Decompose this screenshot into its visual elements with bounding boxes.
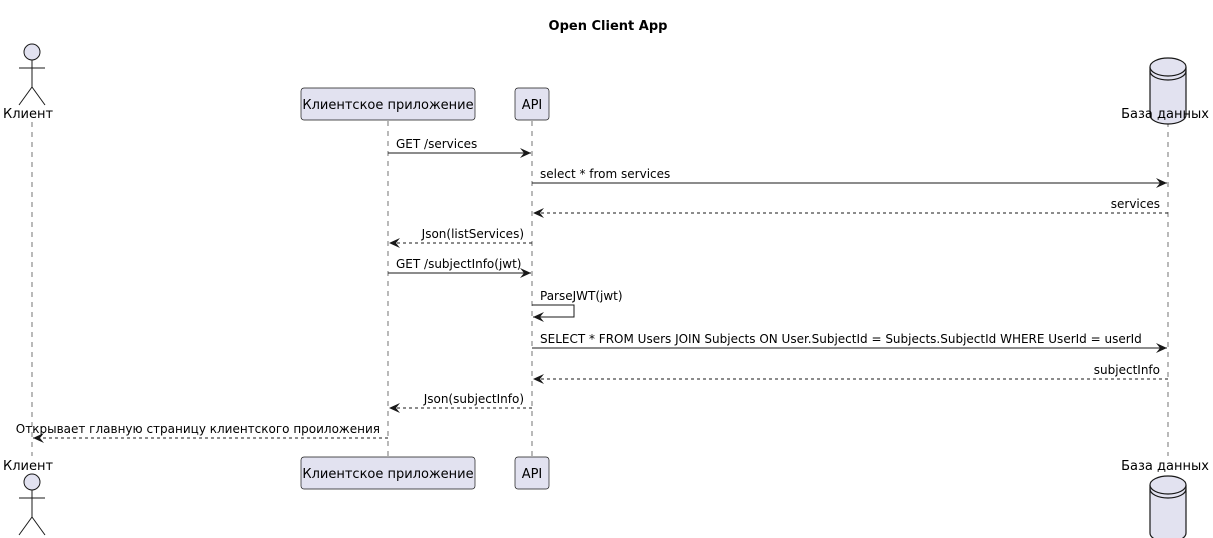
message-label: Json(listServices) xyxy=(421,227,524,241)
message-2: select * from services xyxy=(532,167,1167,188)
message-label: Открывает главную страницу клиентского п… xyxy=(16,422,380,436)
message-label: GET /subjectInfo(jwt) xyxy=(396,257,522,271)
database-icon xyxy=(1149,475,1187,538)
message-7: SELECT * FROM Users JOIN Subjects ON Use… xyxy=(532,332,1167,353)
database-icon xyxy=(1149,57,1187,125)
actor-icon xyxy=(18,43,46,106)
message-label: subjectInfo xyxy=(1094,363,1160,377)
participant-label: База данных xyxy=(1121,459,1209,474)
message-6: ParseJWT(jwt) xyxy=(532,289,623,322)
message-arrow xyxy=(532,304,575,322)
participant-client: Клиент xyxy=(3,459,53,536)
participant-headers-top: Клиент Клиентское приложение API База данны… xyxy=(3,43,1209,125)
message-9: Json(subjectInfo) xyxy=(389,392,532,413)
participant-box xyxy=(514,87,550,121)
participant-api: API xyxy=(514,456,550,490)
message-1: GET /services xyxy=(388,137,531,158)
participant-label: База данных xyxy=(1121,107,1209,122)
diagram-title: Open Client App xyxy=(549,19,668,34)
participant-label: API xyxy=(522,467,543,482)
message-label: select * from services xyxy=(540,167,670,181)
messages: GET /services select * from services servi… xyxy=(16,137,1168,443)
participant-app: Клиентское приложение xyxy=(300,456,476,490)
actor-icon xyxy=(18,473,46,536)
message-8: subjectInfo xyxy=(533,363,1168,384)
participant-app: Клиентское приложение xyxy=(300,87,476,121)
participant-client: Клиент xyxy=(3,43,53,122)
participant-box xyxy=(514,456,550,490)
participant-label: Клиент xyxy=(3,459,53,474)
participant-db: База данных xyxy=(1121,459,1209,538)
message-label: SELECT * FROM Users JOIN Subjects ON Use… xyxy=(540,332,1142,346)
message-label: services xyxy=(1111,197,1160,211)
message-label: GET /services xyxy=(396,137,477,151)
message-label: ParseJWT(jwt) xyxy=(540,289,623,303)
participant-label: API xyxy=(522,98,543,113)
message-10: Открывает главную страницу клиентского п… xyxy=(16,422,388,443)
message-label: Json(subjectInfo) xyxy=(423,392,524,406)
participant-db: База данных xyxy=(1121,57,1209,125)
message-5: GET /subjectInfo(jwt) xyxy=(388,257,531,278)
message-3: services xyxy=(533,197,1168,218)
participant-label: Клиентское приложение xyxy=(302,467,473,482)
participant-api: API xyxy=(514,87,550,121)
participant-label: Клиентское приложение xyxy=(302,98,473,113)
participant-box xyxy=(300,87,476,121)
participant-label: Клиент xyxy=(3,107,53,122)
message-4: Json(listServices) xyxy=(389,227,532,248)
participant-box xyxy=(300,456,476,490)
